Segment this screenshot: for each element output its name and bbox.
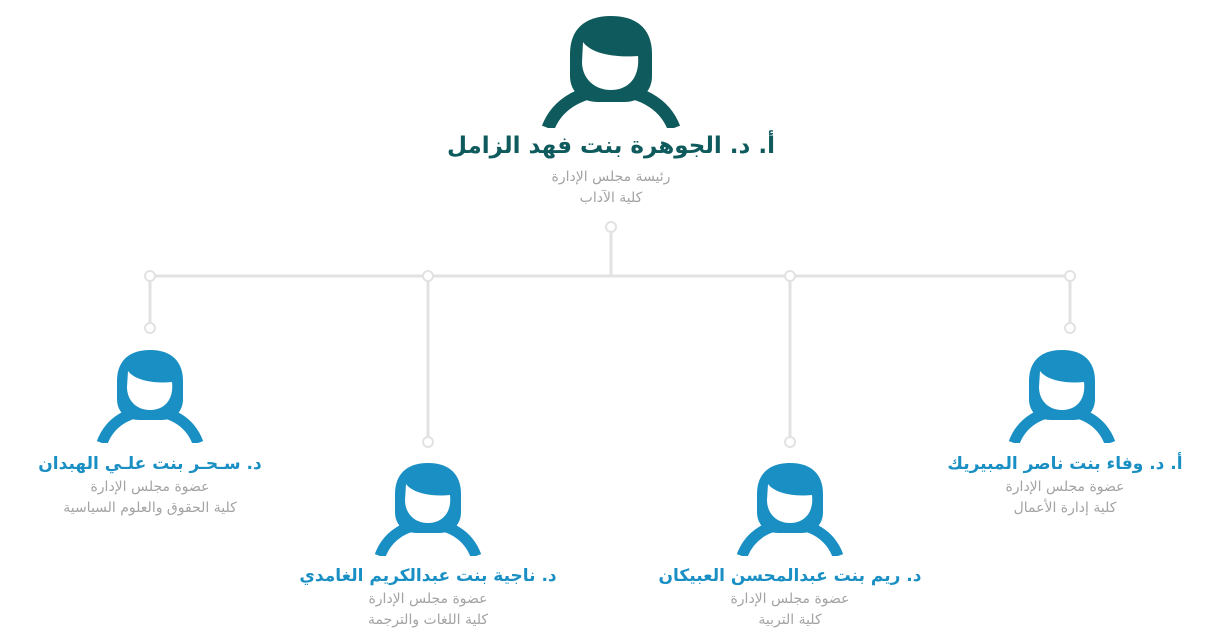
member-2-info: د. ناجية بنت عبدالكريم الغامدي عضوة مجلس… (253, 566, 603, 631)
member-4-college: كلية إدارة الأعمال (1013, 500, 1117, 517)
root-college: كلية الآداب (579, 189, 643, 206)
root-name: أ. د. الجوهرة بنت فهد الزامل (447, 133, 775, 159)
junction-dot-1 (144, 270, 156, 282)
member-4-dot (1064, 322, 1076, 334)
member-3-dot (784, 436, 796, 448)
junction-dot-2 (422, 270, 434, 282)
root-role: رئيسة مجلس الإدارة (551, 168, 671, 185)
member-4-name: أ. د. وفاء بنت ناصر المبيريك (947, 454, 1183, 474)
root-connector-dot (605, 221, 617, 233)
member-3-name: د. ريم بنت عبدالمحسن العبيكان (658, 566, 922, 586)
member-1-college: كلية الحقوق والعلوم السياسية (63, 500, 237, 517)
member-3-role: عضوة مجلس الإدارة (730, 591, 850, 608)
person-avatar-icon (96, 350, 204, 443)
member-4-role: عضوة مجلس الإدارة (1005, 479, 1125, 496)
member-3-info: د. ريم بنت عبدالمحسن العبيكان عضوة مجلس … (615, 566, 965, 631)
person-avatar-icon (374, 463, 482, 556)
member-3-college: كلية التربية (758, 612, 822, 629)
member-1-name: د. سـحـر بنت علـي الهبدان (38, 454, 262, 474)
member-1-role: عضوة مجلس الإدارة (90, 479, 210, 496)
person-avatar-icon (1008, 350, 1116, 443)
member-2-role: عضوة مجلس الإدارة (368, 591, 488, 608)
member-2-dot (422, 436, 434, 448)
person-avatar-icon (736, 463, 844, 556)
member-1-dot (144, 322, 156, 334)
root-node-info: أ. د. الجوهرة بنت فهد الزامل رئيسة مجلس … (361, 132, 861, 209)
member-4-info: أ. د. وفاء بنت ناصر المبيريك عضوة مجلس ا… (915, 454, 1215, 519)
member-1-info: د. سـحـر بنت علـي الهبدان عضوة مجلس الإد… (0, 454, 300, 519)
member-2-name: د. ناجية بنت عبدالكريم الغامدي (299, 566, 557, 586)
junction-dot-4 (1064, 270, 1076, 282)
member-2-college: كلية اللغات والترجمة (367, 612, 489, 629)
junction-dot-3 (784, 270, 796, 282)
person-avatar-icon (541, 16, 681, 128)
